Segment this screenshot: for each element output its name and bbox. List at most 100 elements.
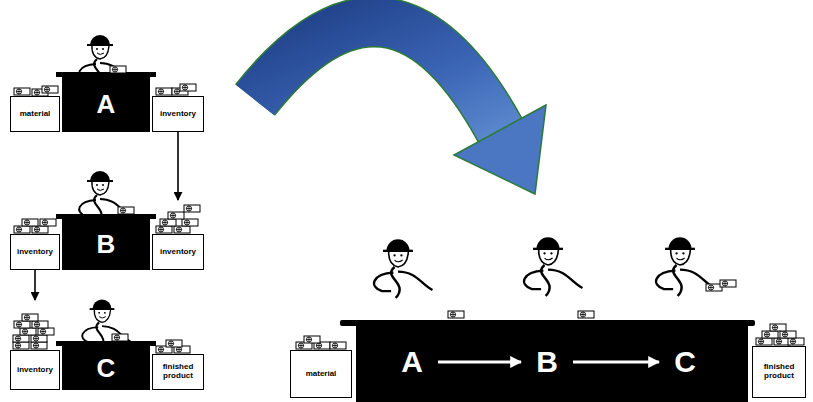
part-box <box>13 335 29 342</box>
part-mark <box>15 343 20 348</box>
part-mark <box>782 332 787 337</box>
part-box <box>720 280 736 287</box>
part-mark <box>120 208 125 213</box>
part-box <box>184 205 200 212</box>
station-letter: A <box>97 91 116 117</box>
part-mark <box>114 335 119 340</box>
part-mark <box>158 347 163 352</box>
worker-smile <box>97 189 104 191</box>
part-box <box>330 342 346 349</box>
worker-arm <box>79 200 96 216</box>
worker-figure <box>524 237 582 296</box>
part-mark <box>15 343 20 348</box>
part-box <box>168 212 184 219</box>
part-box <box>20 328 36 335</box>
worker-smile <box>677 258 685 260</box>
part-item <box>31 342 47 349</box>
worker-arm <box>524 271 543 289</box>
box-label: inventory <box>153 248 203 257</box>
box-outline: inventory <box>152 96 204 132</box>
part-mark <box>170 213 175 218</box>
part-mark <box>16 227 21 232</box>
worker-eye <box>102 184 104 186</box>
part-mark <box>174 89 179 94</box>
part-mark <box>758 339 763 344</box>
stock-box: inventory <box>152 200 204 270</box>
part-mark <box>580 312 585 317</box>
part-mark <box>34 322 39 327</box>
stock-box: material <box>290 330 352 398</box>
worker-figure <box>374 239 432 298</box>
part-item <box>118 207 134 214</box>
part-item <box>762 331 778 338</box>
box-label: inventory <box>11 248 59 257</box>
part-mark <box>16 227 21 232</box>
flow-arrow <box>438 361 521 364</box>
part-box <box>180 84 196 91</box>
worker-eye <box>400 254 402 256</box>
part-mark <box>42 220 47 225</box>
part-box <box>32 321 48 328</box>
part-mark <box>772 325 777 330</box>
part-box <box>304 336 320 343</box>
worker-smile <box>395 260 403 262</box>
workstation-desk: C <box>62 345 150 390</box>
station-letter: A <box>401 347 423 377</box>
part-box <box>156 88 172 95</box>
part-mark <box>316 343 321 348</box>
worker-eye <box>96 184 98 186</box>
part-mark <box>764 332 769 337</box>
worker-face <box>92 44 109 59</box>
part-mark <box>16 89 21 94</box>
stock-box: finished product <box>752 322 806 398</box>
part-box <box>156 226 172 233</box>
part-item <box>578 311 594 318</box>
stock-box: finished product <box>152 340 204 390</box>
worker-helmet <box>93 300 112 310</box>
stock-box: inventory <box>152 80 204 132</box>
part-box <box>112 334 128 341</box>
box-label: material <box>11 110 59 119</box>
part-item <box>20 328 36 335</box>
part-mark <box>16 322 21 327</box>
part-mark <box>114 335 119 340</box>
part-mark <box>776 339 781 344</box>
box-outline: finished product <box>752 346 806 398</box>
worker-arm <box>82 327 98 342</box>
part-box <box>38 328 54 335</box>
part-mark <box>33 343 38 348</box>
part-item <box>13 335 29 342</box>
worker-helmet-brim <box>533 248 563 250</box>
transfer-arrow <box>177 132 179 200</box>
part-mark <box>772 325 777 330</box>
part-mark <box>182 85 187 90</box>
part-mark <box>722 281 727 286</box>
part-item <box>756 338 772 345</box>
part-box <box>166 340 182 347</box>
part-item <box>448 311 464 318</box>
worker-face <box>539 248 559 265</box>
part-box <box>174 226 190 233</box>
part-item <box>22 314 38 321</box>
worker-helmet <box>669 237 692 249</box>
part-mark <box>16 322 21 327</box>
part-item <box>22 219 38 226</box>
part-mark <box>790 339 795 344</box>
worker-eye <box>550 252 552 254</box>
station-label: C <box>663 338 707 386</box>
part-box <box>780 331 796 338</box>
part-box <box>14 226 30 233</box>
worker-face <box>671 248 691 265</box>
part-mark <box>306 337 311 342</box>
part-box <box>770 324 786 331</box>
part-mark <box>162 220 167 225</box>
box-outline: finished product <box>152 354 204 390</box>
part-mark <box>34 90 39 95</box>
part-mark <box>708 285 713 290</box>
station-label: B <box>525 338 569 386</box>
part-mark <box>34 90 39 95</box>
part-item <box>31 335 47 342</box>
part-box <box>788 338 804 345</box>
part-mark <box>450 312 455 317</box>
